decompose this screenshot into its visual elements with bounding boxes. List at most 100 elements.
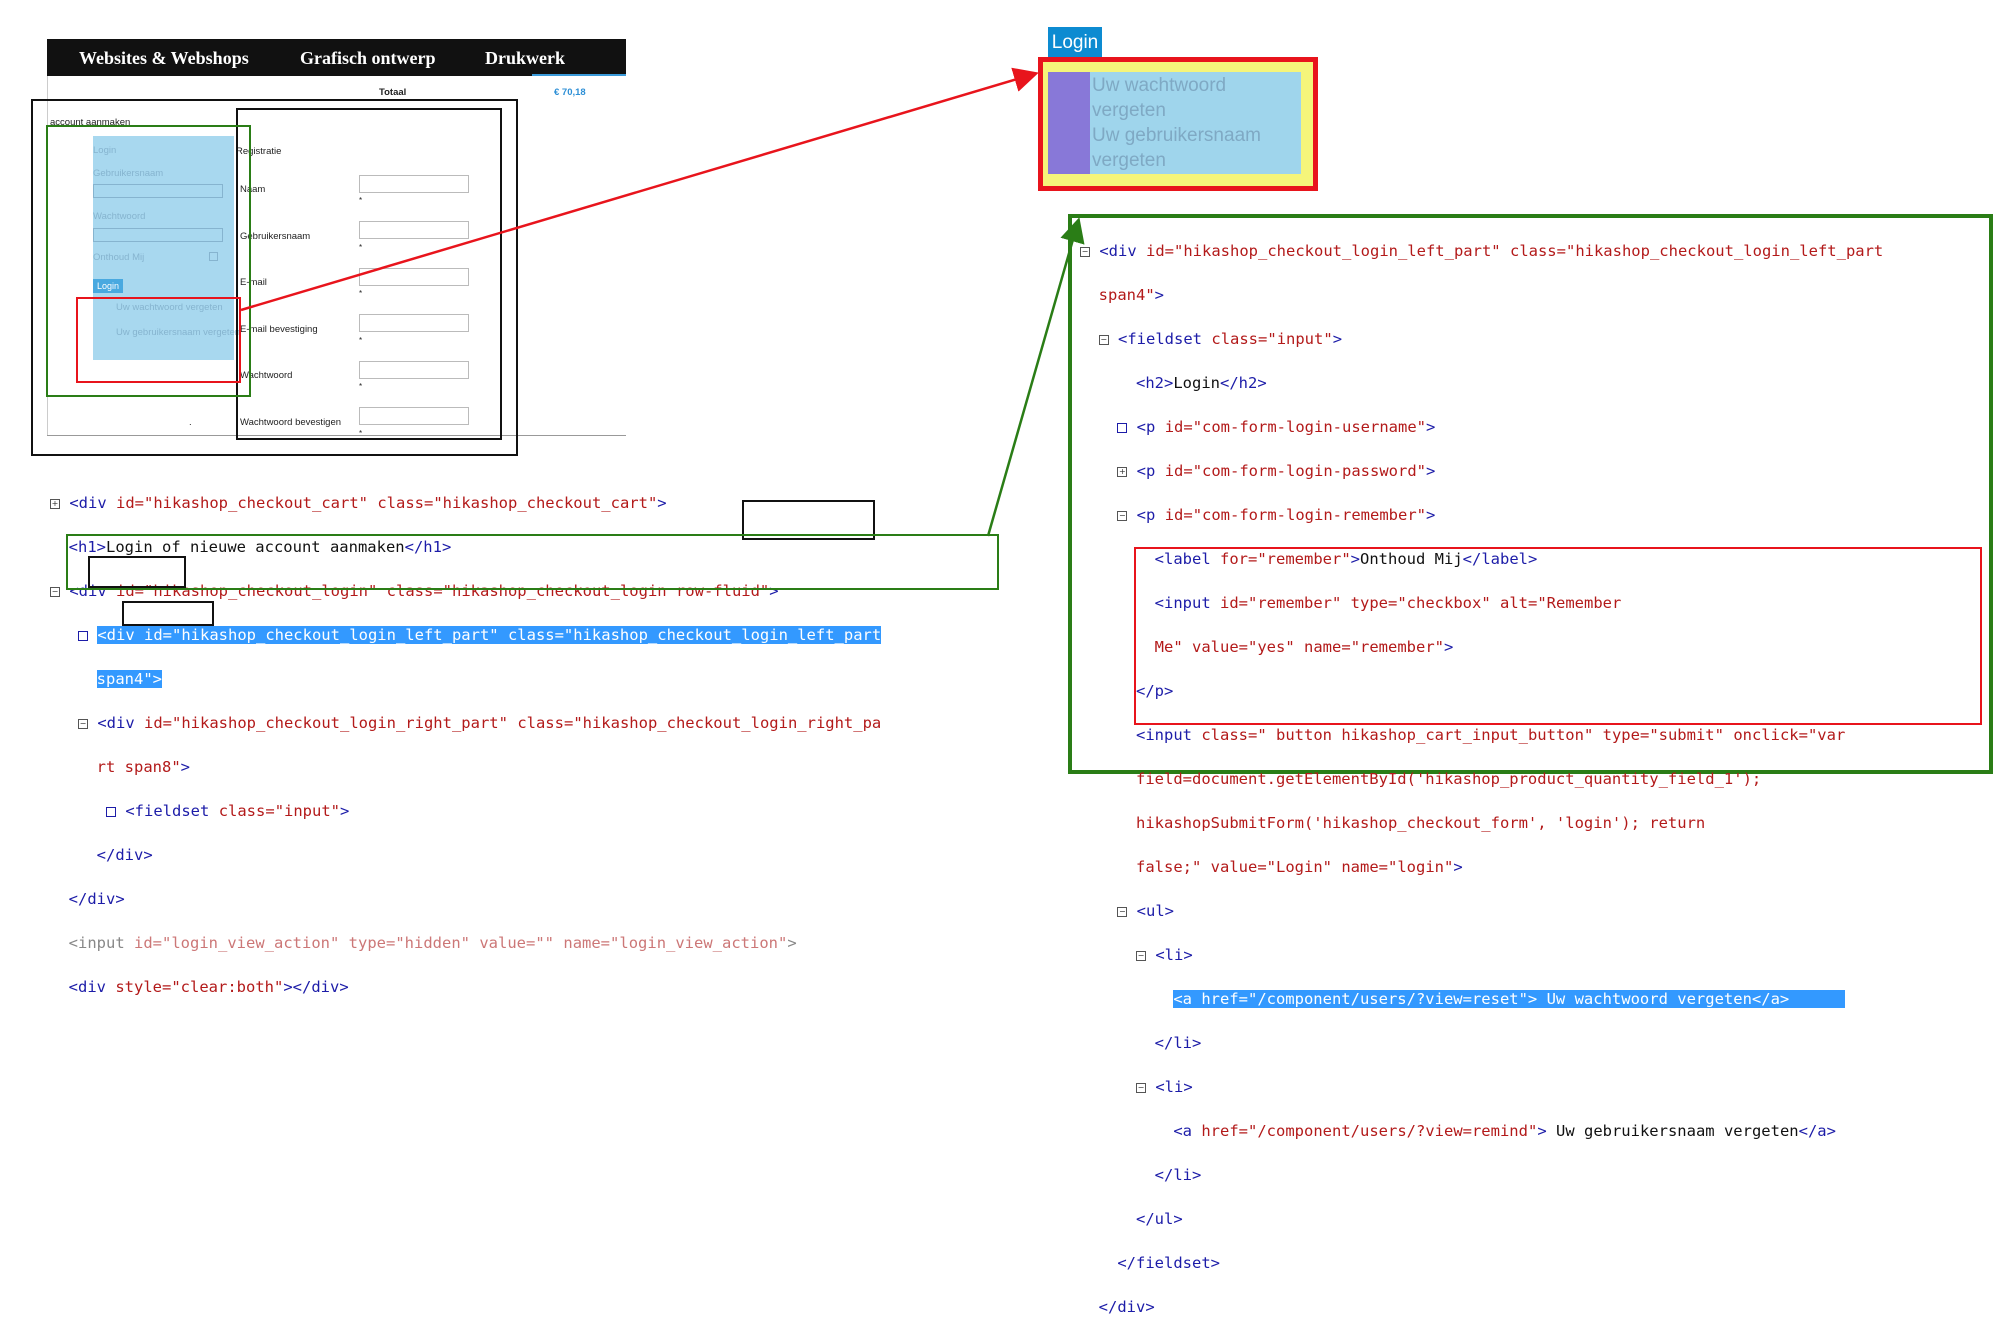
annotation-left-part-green-box (66, 534, 999, 590)
zoom-forgot-username-line2[interactable]: vergeten (1092, 150, 1166, 171)
code-line: <input id="remember" type="checkbox" alt… (1154, 594, 1622, 612)
dot-mark: . (189, 417, 192, 428)
code-line: </fieldset> (1117, 1254, 1220, 1272)
code-line: − <ul> (1117, 902, 1174, 920)
collapse-icon[interactable]: − (1136, 950, 1146, 961)
code-line: </div> (96, 846, 153, 864)
zoom-list-indent (1048, 72, 1090, 174)
zoom-forgot-password-line1[interactable]: Uw wachtwoord (1092, 75, 1227, 96)
code-line: </li> (1154, 1166, 1202, 1184)
login-title: Login (93, 145, 117, 156)
reg-input-wachtwoord[interactable] (359, 361, 469, 379)
annotation-registration-black-box (236, 108, 502, 440)
code-line: <input id="login_view_action" type="hidd… (68, 934, 797, 952)
red-arrow (240, 67, 1039, 312)
reg-label-naam: Naam (240, 184, 266, 195)
nav-active-indicator (532, 74, 626, 76)
code-line: <label for="remember">Onthoud Mij</label… (1154, 550, 1538, 568)
forgot-password-link[interactable]: Uw wachtwoord vergeten (116, 302, 223, 313)
reg-label-wachtwoord-bevestigen: Wachtwoord bevestigen (240, 417, 342, 428)
required-mark: * (359, 429, 363, 438)
green-arrow (986, 217, 1085, 537)
zoom-forgot-password-line2[interactable]: vergeten (1092, 100, 1166, 121)
reg-input-email-bevestiging[interactable] (359, 314, 469, 332)
code-line: field=document.getElementById('hikashop_… (1136, 770, 1762, 788)
code-line: hikashopSubmitForm('hikashop_checkout_fo… (1136, 814, 1706, 832)
code-line: </div> (68, 890, 125, 908)
zoom-links-panel (1048, 72, 1301, 174)
code-line: <p id="com-form-login-username"> (1080, 416, 1883, 438)
expand-icon[interactable]: + (1117, 466, 1128, 477)
code-line: <a href="/component/users/?view=remind">… (1173, 1122, 1836, 1140)
registration-title: Registratie (236, 146, 282, 157)
node-icon (106, 806, 116, 817)
annotation-ul-red-box (1134, 547, 1982, 725)
reg-label-wachtwoord: Wachtwoord (240, 370, 293, 381)
total-value: € 70,18 (554, 87, 586, 98)
collapse-icon[interactable]: − (1080, 246, 1090, 257)
annotation-login-green-box (46, 125, 251, 397)
code-line: <div style="clear:both"></div> (68, 978, 349, 996)
code-line: <h2>Login</h2> (1136, 374, 1267, 392)
remember-label: Onthoud Mij (93, 252, 145, 263)
login-panel (93, 136, 234, 360)
expand-icon[interactable]: + (50, 498, 60, 509)
collapse-icon[interactable]: − (1136, 1082, 1146, 1093)
annotation-outer-black-box (31, 99, 518, 456)
code-line: false;" value="Login" name="login"> (1136, 858, 1463, 876)
nav-drukwerk[interactable]: Drukwerk (485, 48, 565, 68)
zoom-login-title: Login (1048, 27, 1102, 58)
code-line: − <div id="hikashop_checkout_login_left_… (1080, 242, 1884, 260)
reg-input-wachtwoord-bevestigen[interactable] (359, 407, 469, 425)
total-label: Totaal (379, 87, 407, 98)
code-line: <h1>Login of nieuwe account aanmaken</h1… (68, 538, 452, 556)
code-line: − <div id="hikashop_checkout_login_right… (78, 714, 882, 732)
remember-checkbox[interactable] (209, 252, 218, 261)
username-label: Gebruikersnaam (93, 168, 164, 179)
zoom-forgot-username-line1[interactable]: Uw gebruikersnaam (1092, 125, 1261, 146)
nav-websites-webshops[interactable]: Websites & Webshops (79, 48, 249, 68)
node-icon (1117, 422, 1128, 433)
collapse-icon[interactable]: − (1117, 906, 1128, 917)
reg-label-email-bevestiging: E-mail bevestiging (240, 324, 318, 335)
annotation-links-red-box (76, 297, 241, 383)
annotation-arrows (240, 67, 1085, 537)
code-line: Me" value="yes" name="remember"> (1154, 638, 1454, 656)
reg-label-gebruikersnaam: Gebruikersnaam (240, 231, 311, 242)
code-line: </p> (1136, 682, 1174, 700)
required-mark: * (359, 196, 363, 205)
code-line: </div> (1098, 1298, 1155, 1316)
annotation-row-fluid-box (742, 500, 875, 540)
code-line-selected[interactable]: <div id="hikashop_checkout_login_left_pa… (50, 624, 882, 646)
code-line-selected[interactable]: <a href="/component/users/?view=reset"> … (1173, 990, 1846, 1008)
annotation-span4-box (88, 556, 186, 588)
login-button[interactable]: Login (93, 279, 123, 293)
reg-input-gebruikersnaam[interactable] (359, 221, 469, 239)
password-input[interactable] (93, 228, 223, 242)
forgot-username-link[interactable]: Uw gebruikersnaam vergeten (116, 327, 241, 338)
top-navigation-bar: Websites & Webshops Grafisch ontwerp Dru… (47, 39, 626, 76)
username-input[interactable] (93, 184, 223, 198)
reg-input-naam[interactable] (359, 175, 469, 193)
reg-label-email: E-mail (240, 277, 267, 288)
nav-grafisch-ontwerp[interactable]: Grafisch ontwerp (300, 48, 436, 68)
required-mark: * (359, 289, 363, 298)
code-line: − <li> (1136, 1078, 1193, 1096)
required-mark: * (359, 243, 363, 252)
collapse-icon[interactable]: − (1117, 510, 1128, 521)
reg-input-email[interactable] (359, 268, 469, 286)
code-line: + <p id="com-form-login-password"> (1117, 462, 1436, 480)
code-line-selected[interactable]: span4"> (96, 670, 162, 688)
required-mark: * (359, 336, 363, 345)
page-bottom-line (47, 435, 626, 436)
code-line: span4"> (1098, 286, 1165, 304)
collapse-icon[interactable]: − (1098, 334, 1109, 345)
code-line: − <p id="com-form-login-remember"> (1117, 506, 1436, 524)
code-line: − <fieldset class="input"> (1098, 330, 1343, 348)
code-line: </li> (1154, 1034, 1202, 1052)
collapse-icon[interactable]: − (50, 586, 60, 597)
collapse-icon[interactable]: − (78, 718, 88, 729)
code-line: rt span8"> (96, 758, 191, 776)
code-line: <fieldset class="input"> (50, 800, 881, 822)
code-line: + <div id="hikashop_checkout_cart" class… (50, 494, 667, 512)
